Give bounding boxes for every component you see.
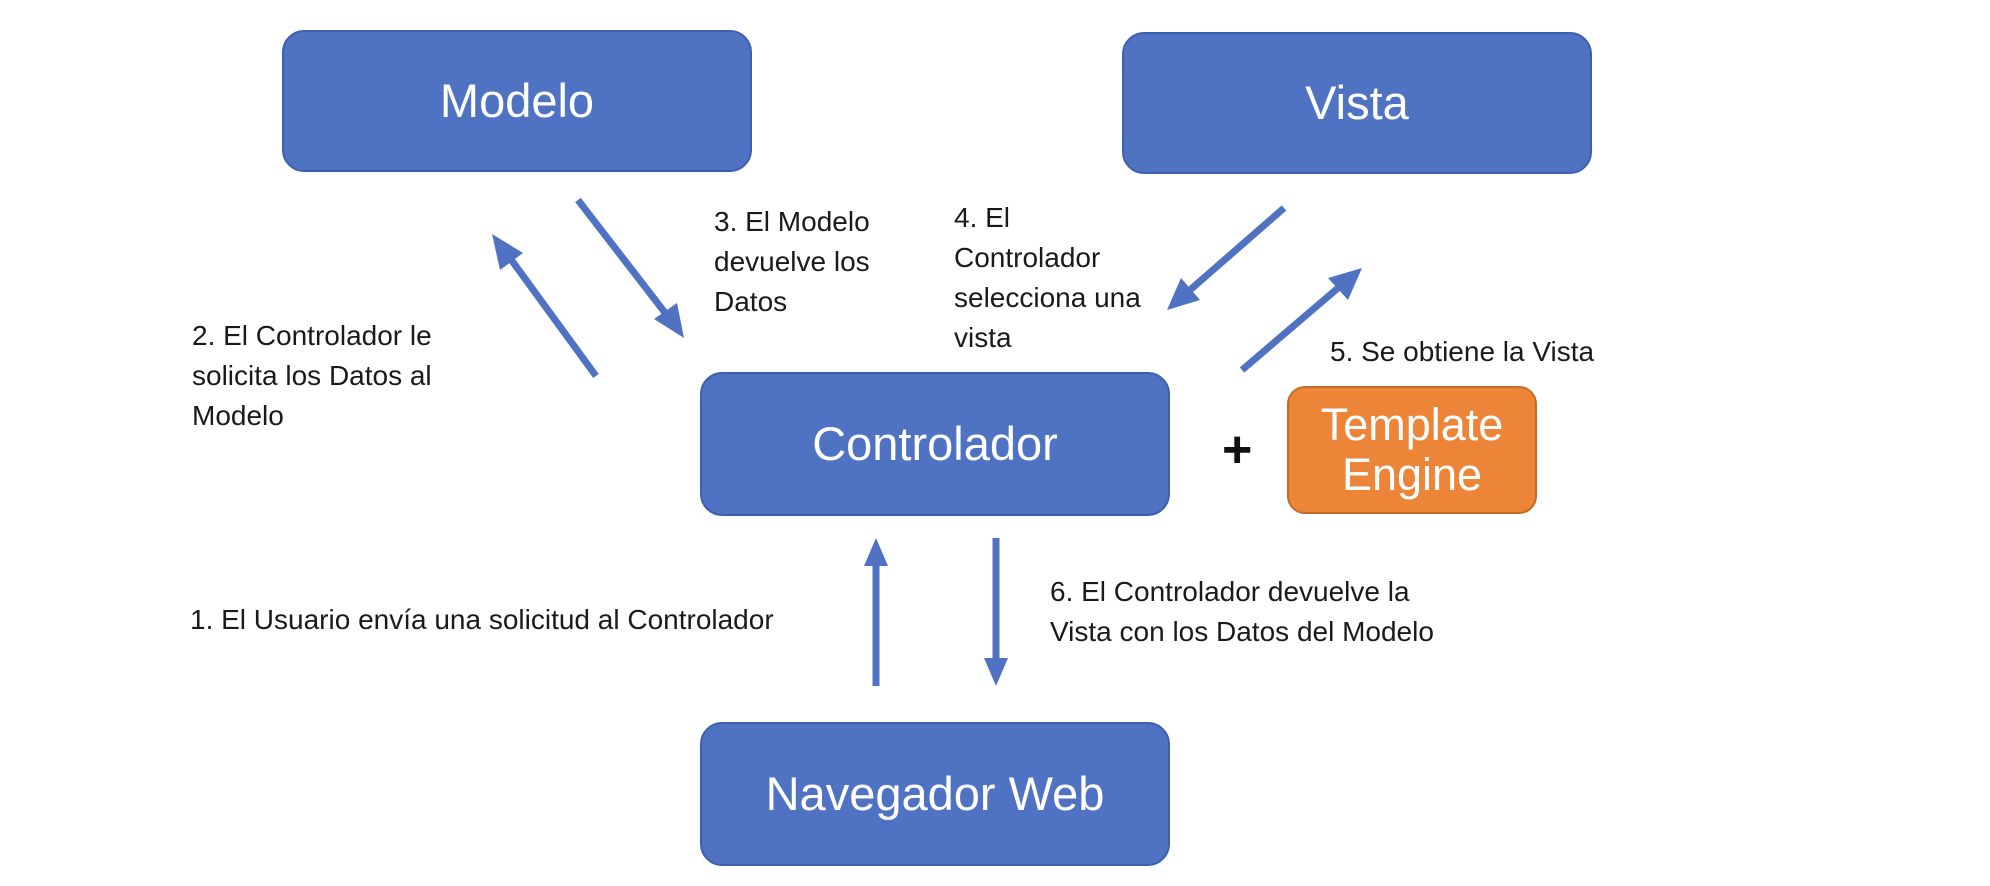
modelo-box: Modelo — [282, 30, 752, 172]
step6-label: 6. El Controlador devuelve la Vista con … — [1050, 572, 1434, 652]
vista-label: Vista — [1305, 75, 1409, 129]
modelo-label: Modelo — [439, 73, 595, 127]
step4-line1: 4. El — [954, 202, 1011, 233]
step5-label: 5. Se obtiene la Vista — [1330, 332, 1594, 372]
step2-label: 2. El Controlador le solicita los Datos … — [192, 316, 432, 436]
plus-sign: + — [1222, 421, 1253, 479]
step4-line4: vista — [954, 322, 1012, 353]
step1-label: 1. El Usuario envía una solicitud al Con… — [190, 600, 774, 640]
template-engine-box: Template Engine — [1287, 386, 1537, 514]
arrow-step3 — [575, 197, 684, 338]
step6-line1: 6. El Controlador devuelve la — [1050, 576, 1410, 607]
step3-line3: Datos — [714, 286, 788, 317]
step3-line2: devuelve los — [714, 246, 870, 277]
step4-line2: Controlador — [954, 242, 1101, 273]
step2-line1: 2. El Controlador le — [192, 320, 432, 351]
controlador-box: Controlador — [700, 372, 1170, 516]
arrow-step1 — [864, 538, 888, 686]
step3-line1: 3. El Modelo — [714, 206, 870, 237]
step6-line2: Vista con los Datos del Modelo — [1050, 616, 1434, 647]
step2-line3: Modelo — [192, 400, 284, 431]
arrow-step4 — [1167, 205, 1287, 310]
arrow-step2 — [492, 234, 599, 379]
step1-text: 1. El Usuario envía una solicitud al Con… — [190, 604, 774, 635]
controlador-label: Controlador — [812, 416, 1058, 470]
step5-text: 5. Se obtiene la Vista — [1330, 336, 1595, 367]
navegador-web-box: Navegador Web — [700, 722, 1170, 866]
step2-line2: solicita los Datos al — [192, 360, 432, 391]
step3-label: 3. El Modelo devuelve los Datos — [714, 202, 870, 322]
step4-line3: selecciona una — [954, 282, 1141, 313]
navegador-web-label: Navegador Web — [765, 766, 1105, 820]
template-engine-label: Template Engine — [1320, 398, 1504, 500]
arrow-step6 — [984, 538, 1008, 686]
step4-label: 4. El Controlador selecciona una vista — [954, 198, 1141, 358]
vista-box: Vista — [1122, 32, 1592, 174]
